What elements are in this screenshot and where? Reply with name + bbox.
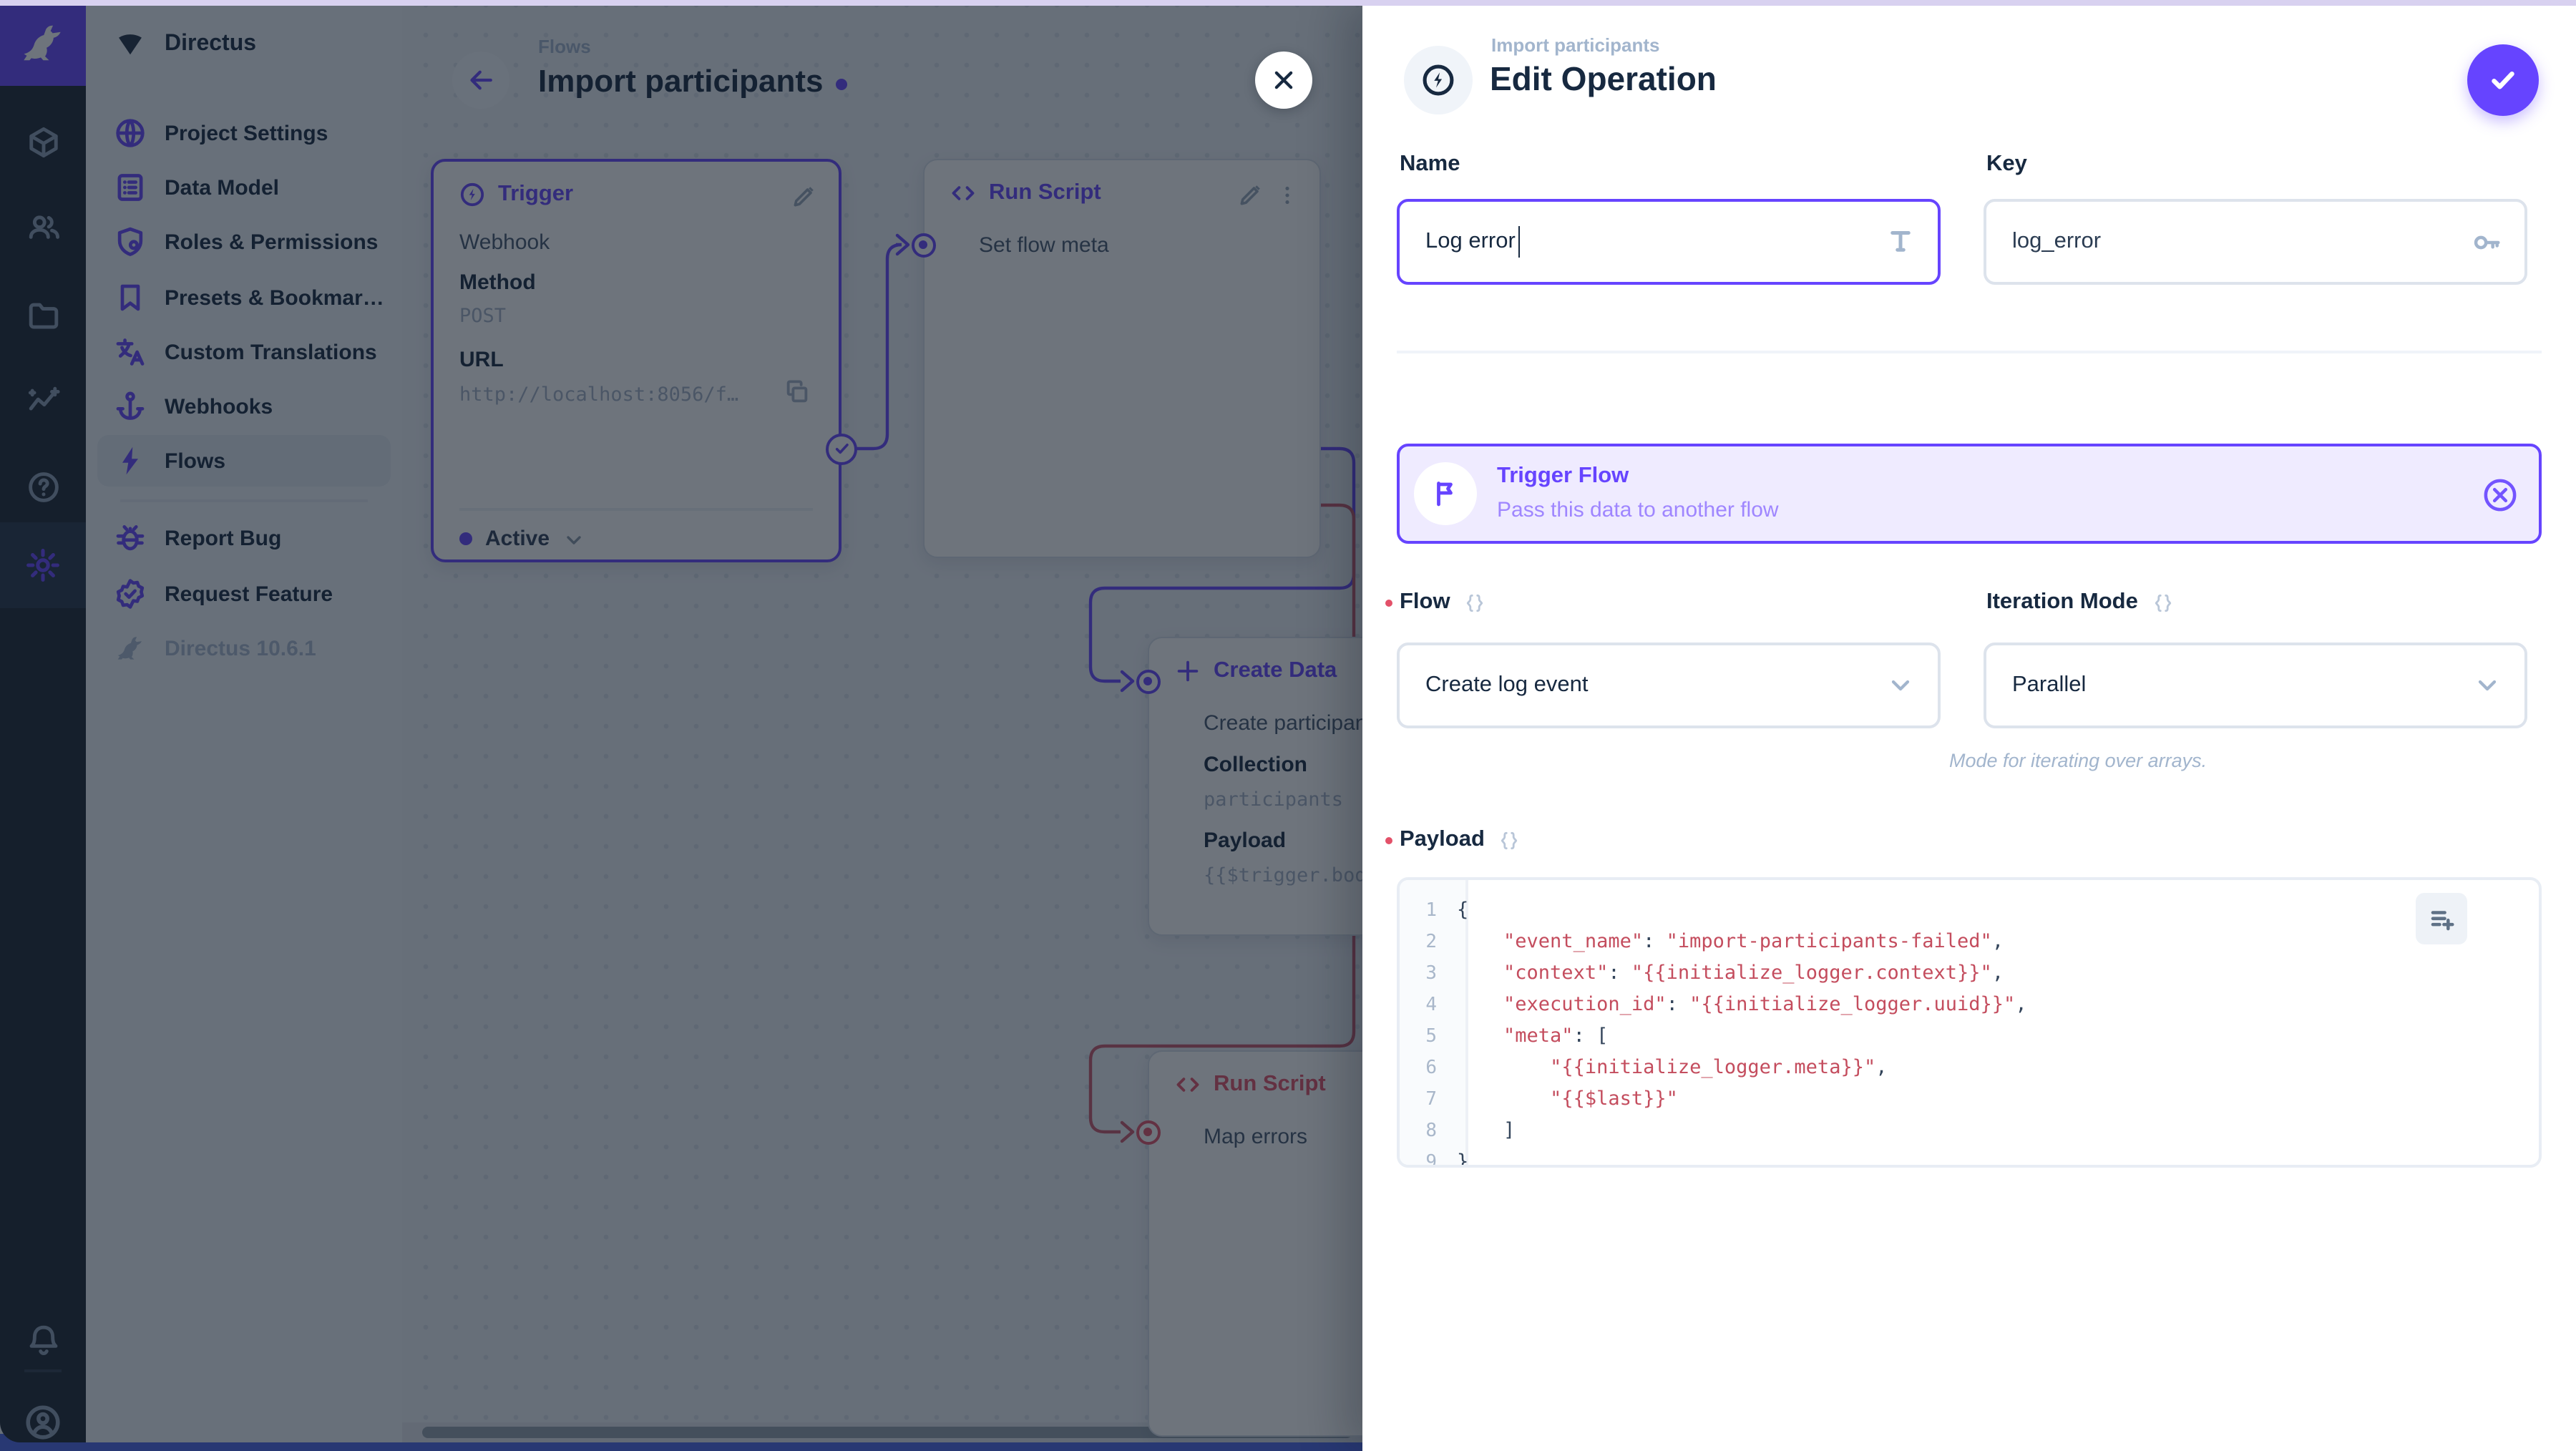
text-cursor bbox=[1518, 226, 1521, 258]
code-line: 2 "event_name": "import-participants-fai… bbox=[1400, 926, 2539, 957]
edit-operation-drawer: Import participants Edit Operation Name … bbox=[1255, 0, 2576, 1451]
code-line: 3 "context": "{{initialize_logger.contex… bbox=[1400, 957, 2539, 989]
name-input[interactable]: Log error bbox=[1397, 199, 1941, 285]
editor-gutter bbox=[1400, 880, 1468, 1165]
banner-subtitle: Pass this data to another flow bbox=[1497, 498, 1779, 522]
raw-value-braces-icon[interactable] bbox=[1499, 829, 1521, 851]
title-format-icon bbox=[1886, 228, 1915, 256]
deselect-circle-x-icon[interactable] bbox=[2482, 477, 2519, 514]
section-divider bbox=[1397, 351, 2542, 353]
key-input[interactable]: log_error bbox=[1984, 199, 2527, 285]
key-field-label: Key bbox=[1986, 152, 2027, 176]
iteration-mode-select[interactable]: Parallel bbox=[1984, 643, 2527, 728]
trigger-flow-banner[interactable]: Trigger Flow Pass this data to another f… bbox=[1397, 444, 2542, 544]
line-number: 7 bbox=[1425, 1088, 1437, 1110]
drawer-breadcrumb[interactable]: Import participants bbox=[1491, 34, 1660, 56]
iteration-field-label: Iteration Mode bbox=[1986, 590, 2174, 615]
code-line: 8 ] bbox=[1400, 1115, 2539, 1146]
line-number: 8 bbox=[1425, 1120, 1437, 1141]
chevron-down-icon bbox=[2473, 671, 2502, 700]
required-dot bbox=[1385, 600, 1392, 607]
modal-overlay-scrim[interactable] bbox=[0, 0, 1362, 1451]
line-number: 2 bbox=[1425, 931, 1437, 952]
code-line: 6 "{{initialize_logger.meta}}", bbox=[1400, 1052, 2539, 1083]
close-drawer-button[interactable] bbox=[1255, 52, 1312, 109]
save-button[interactable] bbox=[2467, 44, 2539, 116]
line-number: 9 bbox=[1425, 1151, 1437, 1168]
interface-options-button[interactable] bbox=[2416, 893, 2467, 944]
line-number: 6 bbox=[1425, 1057, 1437, 1078]
code-lines: 1{2 "event_name": "import-participants-f… bbox=[1400, 894, 2539, 1168]
code-line: 9} bbox=[1400, 1146, 2539, 1168]
code-line: 1{ bbox=[1400, 894, 2539, 926]
banner-title: Trigger Flow bbox=[1497, 464, 1629, 488]
code-line: 4 "execution_id": "{{initialize_logger.u… bbox=[1400, 989, 2539, 1020]
top-accent-strip bbox=[0, 0, 2576, 6]
payload-field-label: Payload bbox=[1385, 827, 1521, 853]
line-number: 3 bbox=[1425, 962, 1437, 984]
drawer-title: Edit Operation bbox=[1490, 60, 1717, 97]
iteration-mode-note: Mode for iterating over arrays. bbox=[1949, 750, 2207, 771]
line-number: 1 bbox=[1425, 899, 1437, 921]
code-line: 5 "meta": [ bbox=[1400, 1020, 2539, 1052]
raw-value-braces-icon[interactable] bbox=[2152, 592, 2174, 613]
flow-select[interactable]: Create log event bbox=[1397, 643, 1941, 728]
raw-value-braces-icon[interactable] bbox=[1465, 592, 1486, 613]
line-number: 5 bbox=[1425, 1025, 1437, 1047]
payload-code-editor[interactable]: 1{2 "event_name": "import-participants-f… bbox=[1397, 877, 2542, 1168]
flag-icon bbox=[1414, 462, 1477, 525]
line-number: 4 bbox=[1425, 994, 1437, 1015]
chevron-down-icon bbox=[1886, 671, 1915, 700]
code-line: 7 "{{$last}}" bbox=[1400, 1083, 2539, 1115]
operation-header-icon bbox=[1404, 46, 1473, 114]
key-icon bbox=[2472, 227, 2502, 257]
required-dot bbox=[1385, 837, 1392, 844]
flow-field-label: Flow bbox=[1385, 590, 1486, 615]
name-field-label: Name bbox=[1400, 152, 1460, 176]
